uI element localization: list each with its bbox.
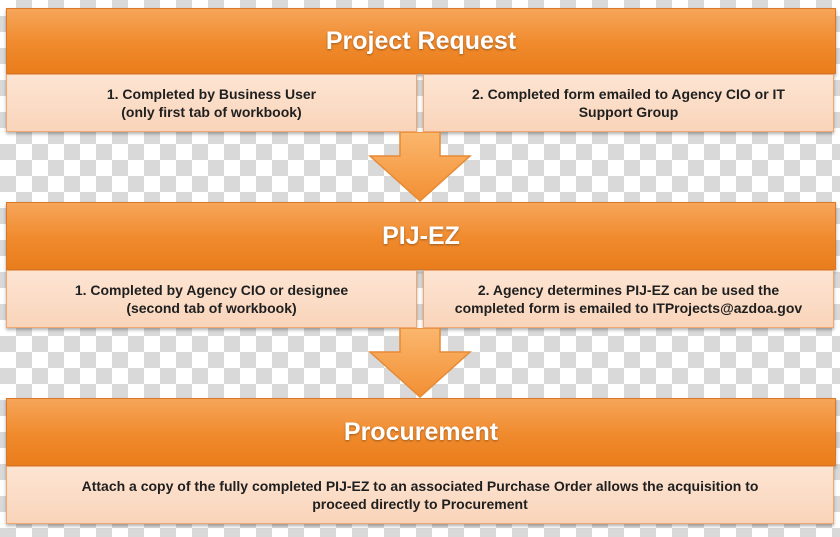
step-box: 1. Completed by Business User (only firs… — [6, 74, 417, 132]
note-box: Attach a copy of the fully completed PIJ… — [6, 466, 834, 524]
stage-header-project-request: Project Request — [6, 8, 836, 74]
step-line: 2. Completed form emailed to Agency CIO … — [472, 86, 785, 102]
stage-note-procurement: Attach a copy of the fully completed PIJ… — [6, 466, 834, 524]
step-line: completed form is emailed to ITProjects@… — [454, 300, 803, 316]
stage-header-procurement: Procurement — [6, 398, 836, 466]
stage-title: Procurement — [343, 417, 499, 446]
step-box: 2. Agency determines PIJ-EZ can be used … — [423, 270, 834, 328]
step-line: Support Group — [578, 104, 679, 120]
stage-steps-project-request: 1. Completed by Business User (only firs… — [6, 74, 834, 132]
down-arrow-icon — [368, 132, 472, 202]
note-line: proceed directly to Procurement — [312, 496, 528, 512]
step-line: (only first tab of workbook) — [121, 104, 302, 120]
step-line: 1. Completed by Business User — [106, 86, 317, 102]
step-box: 1. Completed by Agency CIO or designee (… — [6, 270, 417, 328]
step-line: 2. Agency determines PIJ-EZ can be used … — [477, 282, 780, 298]
stage-title: PIJ-EZ — [382, 221, 460, 250]
step-box: 2. Completed form emailed to Agency CIO … — [423, 74, 834, 132]
note-line: Attach a copy of the fully completed PIJ… — [81, 478, 759, 494]
stage-header-pij-ez: PIJ-EZ — [6, 202, 836, 270]
down-arrow-icon — [368, 328, 472, 398]
stage-title: Project Request — [325, 26, 517, 55]
step-line: (second tab of workbook) — [126, 300, 297, 316]
stage-steps-pij-ez: 1. Completed by Agency CIO or designee (… — [6, 270, 834, 328]
step-line: 1. Completed by Agency CIO or designee — [74, 282, 349, 298]
